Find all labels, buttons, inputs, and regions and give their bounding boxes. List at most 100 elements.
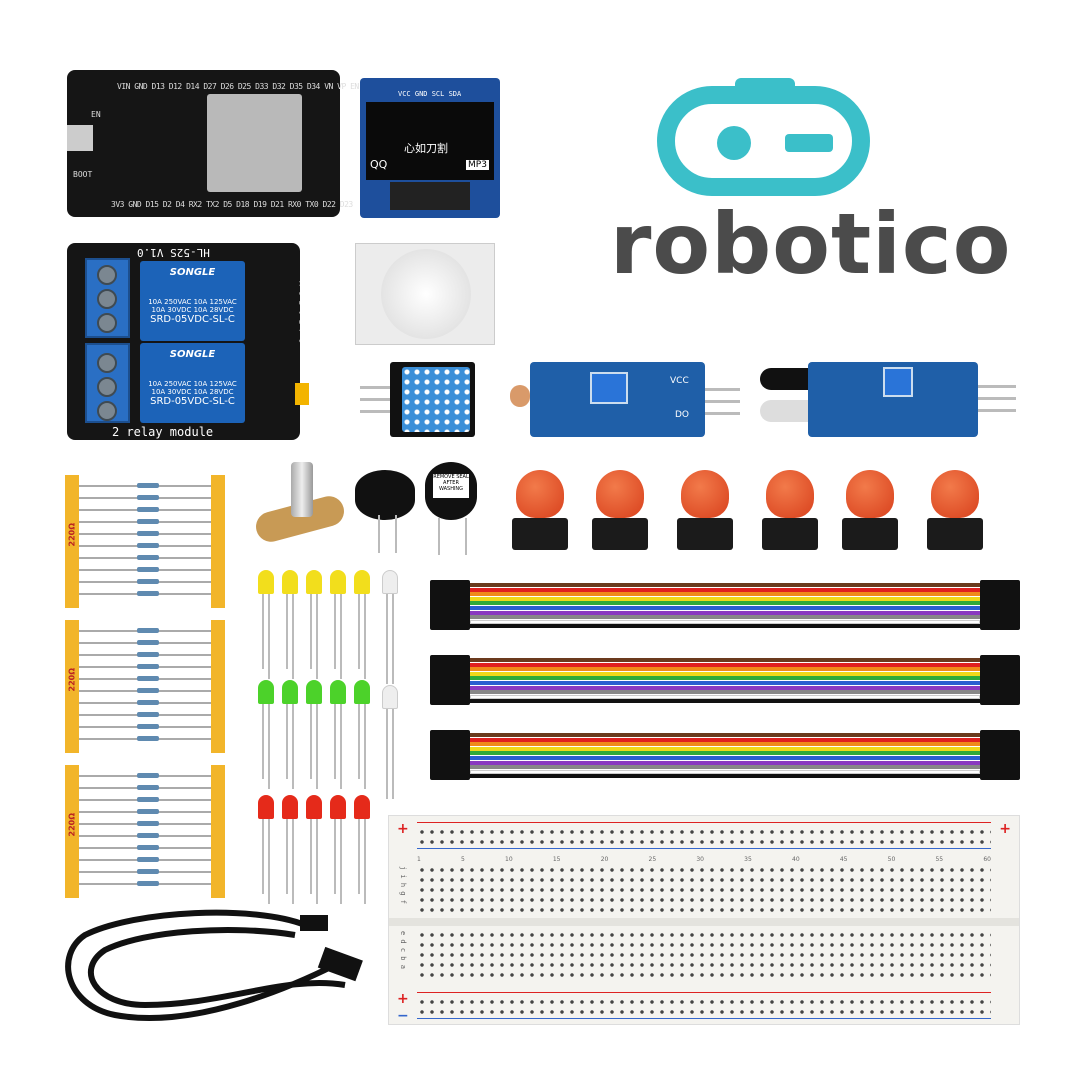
oled-pins: VCC GND SCL SDA: [398, 90, 462, 98]
jumper-wire-bundle: [430, 580, 1020, 630]
led: [258, 570, 274, 679]
bb-plus-top-right: +: [999, 821, 1011, 837]
en-label: EN: [91, 110, 101, 119]
led: [330, 795, 346, 904]
led: [354, 795, 370, 904]
resistor: [79, 652, 211, 657]
oled-display: VCC GND SCL SDA 心如刀割 QQ MP3: [360, 78, 500, 218]
resistor-strip: 220Ω: [65, 475, 225, 608]
resistor-strip: 220Ω: [65, 620, 225, 753]
usb-port: [67, 125, 93, 151]
ldr-vcc-label: VCC: [670, 376, 689, 386]
resistor: [79, 797, 211, 802]
resistor: [79, 736, 211, 741]
bb-column-number: 5: [461, 856, 465, 863]
push-button: [510, 470, 570, 550]
resistor: [79, 628, 211, 633]
oled-text: 心如刀割: [404, 142, 448, 155]
led: [330, 680, 346, 789]
relay-1: SONGLE 10A 250VAC 10A 125VAC 10A 30VDC 1…: [140, 261, 245, 341]
usb-cable: [65, 909, 363, 1021]
buzzer-passive: [355, 470, 415, 520]
bb-minus-bottom: −: [397, 1008, 409, 1024]
bb-column-number: 35: [744, 856, 752, 863]
led: [330, 570, 346, 679]
led: [258, 795, 274, 904]
resistor: [79, 579, 211, 584]
resistor: [79, 724, 211, 729]
led: [282, 680, 298, 789]
led: [306, 795, 322, 904]
oled-qq: QQ: [370, 158, 388, 171]
resistor: [79, 555, 211, 560]
esp32-top-pins: VIN GND D13 D12 D14 D27 D26 D25 D33 D32 …: [117, 82, 359, 91]
resistor: [79, 857, 211, 862]
push-button: [925, 470, 985, 550]
resistor-label: 220Ω: [67, 668, 77, 692]
bb-column-number: 40: [792, 856, 800, 863]
bb-plus-top: +: [397, 821, 409, 837]
bb-column-number: 60: [983, 856, 991, 863]
resistor-label: 220Ω: [67, 813, 77, 837]
push-button: [840, 470, 900, 550]
bb-rows-top: j i h g f: [399, 866, 407, 904]
led: [354, 680, 370, 789]
relay-module: HL-52S V1.0 SONGLE 10A 250VAC 10A 125VAC…: [67, 243, 309, 440]
potentiometer: [252, 462, 348, 552]
resistor: [79, 833, 211, 838]
relay-header-pins: Gnd In1 In2 Vcc: [298, 271, 308, 344]
resistor: [79, 483, 211, 488]
bb-column-number: 55: [935, 856, 944, 863]
resistor: [79, 567, 211, 572]
ldr-do-label: DO: [675, 410, 690, 420]
bb-rows-bottom: e d c b a: [399, 931, 407, 969]
buzzer-seal-label: REMOVE SEAL AFTER WASHING: [433, 474, 469, 498]
push-button: [675, 470, 735, 550]
push-button: [760, 470, 820, 550]
resistor: [79, 700, 211, 705]
resistor: [79, 821, 211, 826]
esp32-bottom-pins: 3V3 GND D15 D2 D4 RX2 TX2 D5 D18 D19 D21…: [111, 200, 353, 209]
bb-column-number: 15: [552, 856, 561, 863]
ldr-sensor-module: VCC DO: [530, 362, 705, 437]
bb-column-number: 50: [887, 856, 896, 863]
led: [354, 570, 370, 679]
push-button: [590, 470, 650, 550]
jumper-wire-bundle: [430, 655, 1020, 705]
led: [306, 680, 322, 789]
bb-plus-bottom: +: [397, 991, 409, 1007]
pir-sensor: [355, 243, 495, 345]
bb-column-number: 20: [600, 856, 609, 863]
relay-2: SONGLE 10A 250VAC 10A 125VAC 10A 30VDC 1…: [140, 343, 245, 423]
boot-label: BOOT: [73, 170, 93, 179]
jumper-wire-bundle: [430, 730, 1020, 780]
resistor: [79, 507, 211, 512]
bb-column-number: 1: [417, 856, 421, 863]
resistor: [79, 881, 211, 886]
dht11-sensor: [390, 362, 475, 437]
resistor: [79, 676, 211, 681]
resistor: [79, 519, 211, 524]
resistor: [79, 640, 211, 645]
led-rgb: [382, 570, 398, 684]
relay-title: HL-52S V1.0: [137, 246, 210, 259]
resistor: [79, 712, 211, 717]
resistor: [79, 845, 211, 850]
resistor: [79, 543, 211, 548]
robotico-logo-text: robotico: [610, 195, 1012, 293]
wifi-module: [207, 94, 302, 192]
resistor: [79, 591, 211, 596]
resistor-strip: 220Ω: [65, 765, 225, 898]
buzzer-active: REMOVE SEAL AFTER WASHING: [425, 462, 477, 520]
relay-footer: 2 relay module: [112, 425, 214, 439]
oled-screen: 心如刀割 QQ MP3: [366, 102, 494, 180]
resistor: [79, 785, 211, 790]
led: [258, 680, 274, 789]
resistor-label: 220Ω: [67, 523, 77, 547]
resistor: [79, 495, 211, 500]
resistor: [79, 773, 211, 778]
resistor: [79, 664, 211, 669]
led: [306, 570, 322, 679]
